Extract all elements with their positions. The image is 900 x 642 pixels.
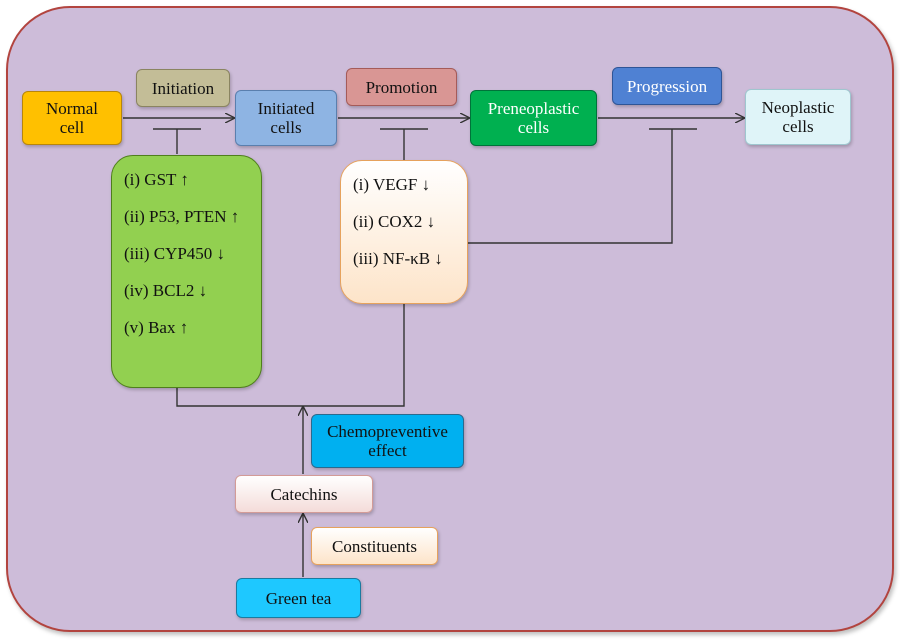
chemopreventive-label-1: Chemopreventive [327, 422, 448, 441]
initiation-effect-p53-pten: (ii) P53, PTEN ↑ [124, 207, 240, 226]
progression-label: Progression [626, 76, 708, 96]
initiation-effect-gst: (i) GST ↑ [124, 170, 189, 189]
promotion-label-box: Promotion [346, 68, 457, 106]
promotion-label: Promotion [365, 77, 438, 97]
initiation-effects-list: (i) GST ↑ (ii) P53, PTEN ↑ (iii) CYP450 … [111, 155, 262, 388]
initiation-effect-bcl2: (iv) BCL2 ↓ [124, 281, 208, 300]
catechins-label: Catechins [270, 484, 338, 504]
progression-inhibition-connector [467, 129, 673, 244]
neoplastic-cells-label-1: Neoplastic [761, 98, 835, 117]
normal-cell-label-1: Normal [46, 99, 98, 118]
promotion-effect-nfkb: (iii) NF-κB ↓ [353, 249, 443, 268]
initiated-cells-label-2: cells [270, 118, 302, 137]
initiation-effect-bax: (v) Bax ↑ [124, 318, 189, 337]
neoplastic-cells-label-2: cells [782, 117, 814, 136]
constituents-box: Constituents [311, 527, 438, 565]
preneoplastic-cells-label-1: Preneoplastic [487, 99, 580, 118]
green-tea-box: Green tea [236, 578, 361, 618]
constituents-label: Constituents [331, 536, 417, 556]
promotion-effects-list: (i) VEGF ↓ (ii) COX2 ↓ (iii) NF-κB ↓ [340, 160, 468, 304]
chemopreventive-label-2: effect [368, 441, 407, 460]
catechins-box: Catechins [235, 475, 373, 513]
initiation-label: Initiation [151, 78, 215, 98]
promotion-effect-cox2: (ii) COX2 ↓ [353, 212, 436, 231]
initiation-effect-cyp450: (iii) CYP450 ↓ [124, 244, 226, 263]
progression-label-box: Progression [612, 67, 722, 105]
green-tea-label: Green tea [265, 588, 332, 608]
initiation-list-connector [176, 304, 405, 407]
promotion-effect-vegf: (i) VEGF ↓ [353, 175, 431, 194]
initiated-cells-label-1: Initiated [257, 99, 315, 118]
normal-cell-label-2: cell [59, 118, 85, 137]
preneoplastic-cells-label-2: cells [517, 118, 550, 137]
initiation-label-box: Initiation [136, 69, 230, 107]
